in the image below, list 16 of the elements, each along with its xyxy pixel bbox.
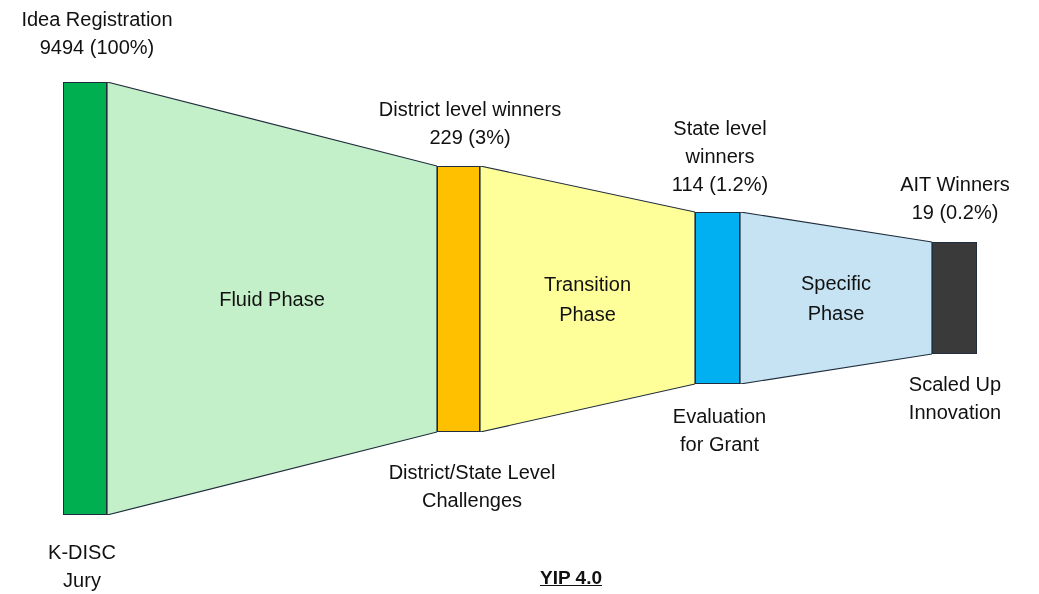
stage-label: Idea Registration 9494 (100%) xyxy=(20,7,174,60)
stage-bar xyxy=(932,242,977,354)
stage-bar xyxy=(695,212,740,384)
stage-label: District/State Level Challenges xyxy=(387,460,557,513)
phase-label: Transition Phase xyxy=(542,272,633,327)
diagram-caption: YIP 4.0 xyxy=(540,566,602,590)
stage-label: Scaled Up Innovation xyxy=(907,372,1003,425)
phase-label: Specific Phase xyxy=(800,271,872,326)
stage-label: District level winners 229 (3%) xyxy=(377,97,563,150)
stage-bar xyxy=(63,82,107,515)
stage-label: K-DISC Jury xyxy=(47,540,117,593)
stage-label: Evaluation for Grant xyxy=(671,404,768,457)
stage-label: State level winners 114 (1.2%) xyxy=(670,116,770,197)
stage-bar xyxy=(437,166,480,432)
stage-label: AIT Winners 19 (0.2%) xyxy=(899,172,1011,225)
phase-label: Fluid Phase xyxy=(219,286,325,312)
